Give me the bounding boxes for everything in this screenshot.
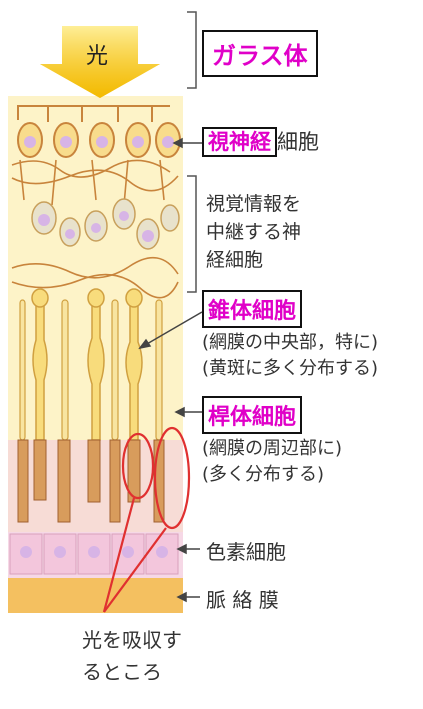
- choroid-label: 脈 絡 膜: [206, 588, 279, 612]
- vitreous-label: ガラス体: [202, 30, 318, 77]
- optic-nerve-rest: 細胞: [277, 130, 319, 154]
- pigment-nuclei: [20, 546, 168, 558]
- absorption-site-label: 光を吸収す るところ: [82, 624, 182, 688]
- ganglion-nuclei: [24, 136, 174, 148]
- rod-note: (網膜の周辺部に) (多く分布する): [202, 436, 342, 488]
- relay-line-3: 経細胞: [206, 249, 264, 271]
- light-arrow: [40, 26, 160, 98]
- relay-neuron-label: 視覚情報を 中継する神 経細胞: [206, 190, 301, 274]
- nerve-fiber-network: [11, 159, 179, 299]
- relay-bracket: [187, 175, 197, 293]
- light-label: 光: [86, 44, 109, 69]
- optic-nerve-highlight: 視神経: [202, 127, 277, 157]
- rod-cells: [19, 299, 163, 441]
- vitreous-bracket: [187, 11, 197, 89]
- absorption-outlines: [102, 426, 191, 613]
- choroid-layer: [8, 578, 183, 613]
- cone-note-line-1: (網膜の中央部，特に): [202, 332, 379, 353]
- optic-nerve-cell-label: 視神経細胞: [202, 126, 319, 157]
- rod-note-line-2: (多く分布する): [202, 464, 325, 485]
- relay-nuclei: [38, 211, 154, 242]
- absorb-line-2: るところ: [82, 660, 162, 684]
- relay-line-1: 視覚情報を: [206, 193, 302, 215]
- rod-note-line-1: (網膜の周辺部に): [202, 438, 343, 459]
- cone-note-line-2: (黄斑に多く分布する): [202, 358, 379, 379]
- outer-segments: [17, 439, 165, 523]
- pointer-lines: [138, 137, 203, 603]
- cone-cell-label: 錐体細胞: [202, 290, 303, 328]
- cone-note: (網膜の中央部，特に) (黄斑に多く分布する): [202, 330, 378, 382]
- relay-line-2: 中継する神: [206, 221, 302, 243]
- pigment-cell-label: 色素細胞: [206, 540, 286, 564]
- absorb-line-1: 光を吸収す: [82, 628, 182, 652]
- rod-cell-label: 桿体細胞: [202, 396, 303, 434]
